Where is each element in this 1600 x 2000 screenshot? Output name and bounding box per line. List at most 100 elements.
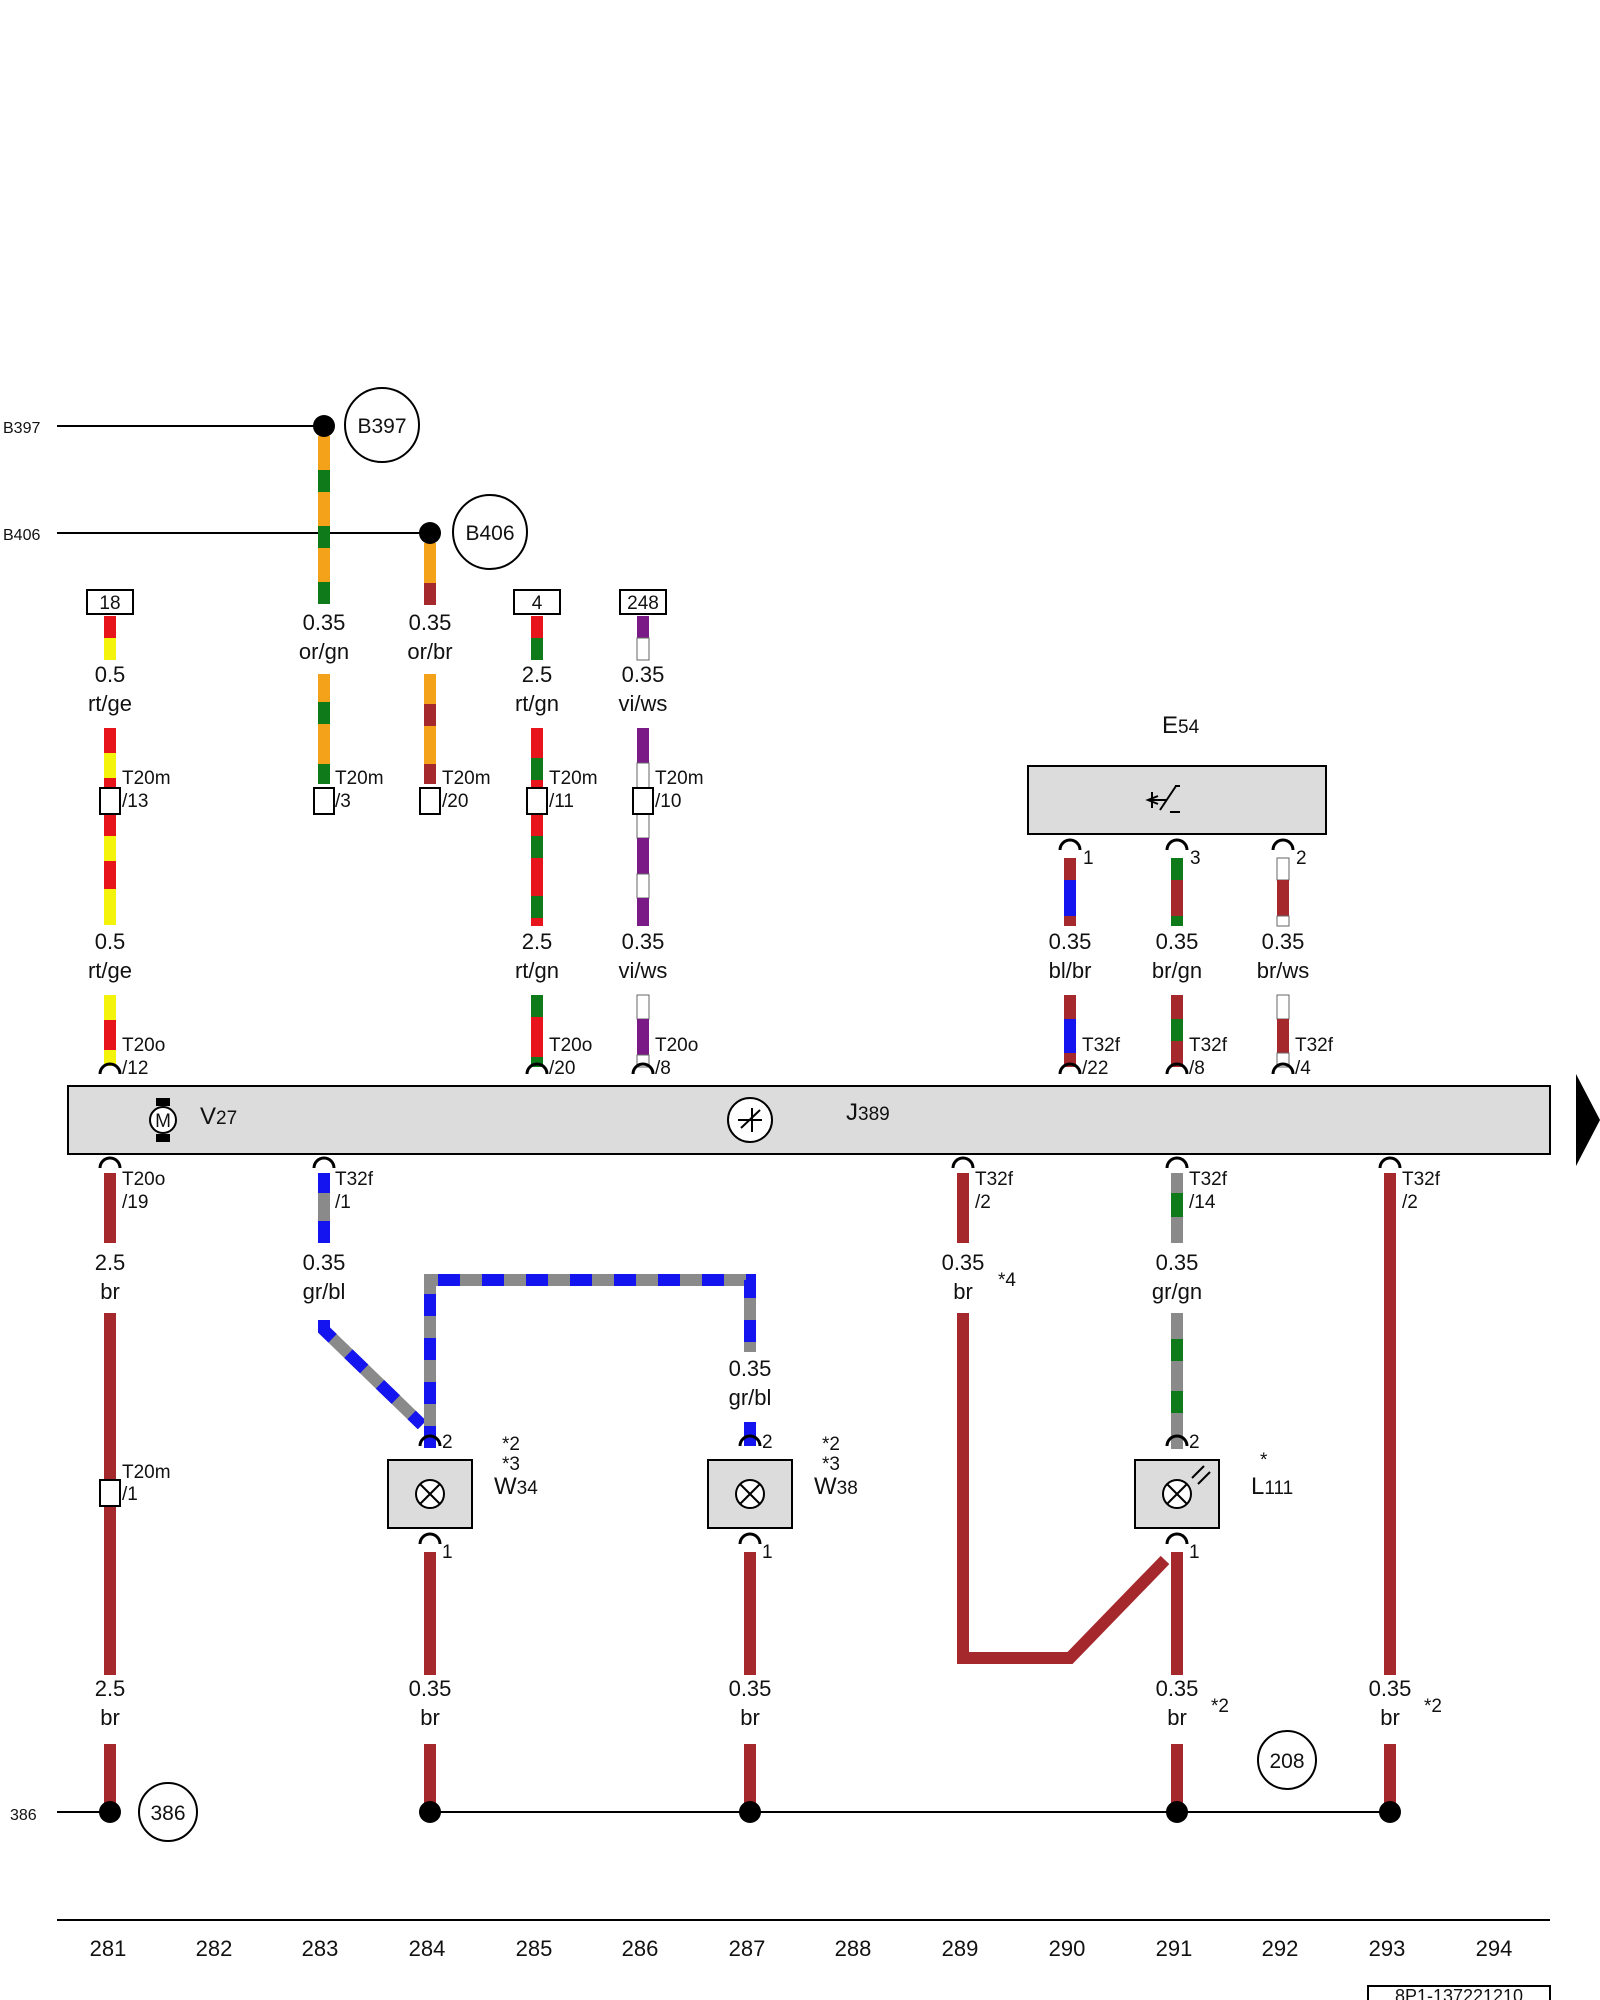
wire-281-upper xyxy=(104,616,116,1066)
motor-icon: M xyxy=(149,1098,177,1142)
grid-number: 283 xyxy=(302,1936,339,1961)
wire-size: 0.35 xyxy=(622,929,665,954)
control-unit-j389 xyxy=(67,1085,1551,1155)
wire-size: 0.35 xyxy=(1262,929,1305,954)
ref-box-label-18: 18 xyxy=(99,593,120,614)
wire-color: gr/gn xyxy=(1152,1279,1202,1304)
wire-287-stub xyxy=(744,1422,756,1446)
component-l111: L111 xyxy=(1251,1473,1293,1500)
connector-name: T32f xyxy=(1402,1169,1441,1190)
connector-pin: /8 xyxy=(655,1058,671,1079)
wire-291-upper xyxy=(1171,858,1183,1067)
inline-connectors xyxy=(99,787,654,1507)
connector-pin: /12 xyxy=(122,1058,148,1079)
wire-color: br xyxy=(1380,1705,1400,1730)
footnote-marker: * xyxy=(1260,1450,1268,1471)
grid-number: 291 xyxy=(1156,1936,1193,1961)
connector-name: T20o xyxy=(549,1035,592,1056)
footnote-marker: *3 xyxy=(822,1454,840,1475)
wire-283-upper xyxy=(318,436,330,784)
wire-size: 0.35 xyxy=(729,1676,772,1701)
wire-285-upper xyxy=(531,616,543,1067)
wire-gr-bl-diagonal xyxy=(318,1320,427,1430)
pin-number: 3 xyxy=(1190,848,1201,869)
wire-color: br/ws xyxy=(1257,958,1310,983)
wire-290-upper xyxy=(1064,858,1076,1067)
grid-number: 284 xyxy=(409,1936,446,1961)
ref-box-label-4: 4 xyxy=(532,593,543,614)
grid-number: 282 xyxy=(196,1936,233,1961)
wire-color: vi/ws xyxy=(619,958,668,983)
wire-color: br xyxy=(953,1279,973,1304)
wire-283-lower xyxy=(318,1173,330,1243)
grid-number: 285 xyxy=(516,1936,553,1961)
connector-name: T20m xyxy=(549,768,598,789)
component-w38: W38 xyxy=(814,1473,858,1500)
connector-name: T20m xyxy=(655,768,704,789)
wire-size: 0.35 xyxy=(409,610,452,635)
footnote-marker: *2 xyxy=(1211,1696,1229,1717)
footnote-marker: *2 xyxy=(822,1434,840,1455)
svg-text:M: M xyxy=(155,1111,171,1132)
grid-number: 289 xyxy=(942,1936,979,1961)
pin-connectors xyxy=(98,838,1402,1545)
connector-name: T32f xyxy=(1082,1035,1121,1056)
wire-color: br/gn xyxy=(1152,958,1202,983)
wire-289-lower xyxy=(957,1173,1170,1664)
wire-size: 0.5 xyxy=(95,662,126,687)
pin-number: 2 xyxy=(762,1432,773,1453)
connector-pin: /11 xyxy=(549,791,574,812)
grid-number: 294 xyxy=(1476,1936,1513,1961)
wire-size: 0.35 xyxy=(1156,1250,1199,1275)
footnote-marker: *2 xyxy=(1424,1696,1442,1717)
dimmer-switch-icon xyxy=(1145,785,1180,813)
wire-gr-bl-route xyxy=(424,1274,756,1448)
bulb-icon-l111 xyxy=(1162,1465,1211,1509)
component-e54: E54 xyxy=(1162,712,1200,739)
ref-label-b406: B406 xyxy=(465,522,514,545)
connector-pin: /14 xyxy=(1189,1192,1216,1213)
wire-size: 0.35 xyxy=(729,1356,772,1381)
pin-number: 1 xyxy=(762,1542,773,1563)
grid-number: 293 xyxy=(1369,1936,1406,1961)
wire-color: rt/gn xyxy=(515,958,559,983)
connector-name: T20m xyxy=(335,768,384,789)
grid-number: 288 xyxy=(835,1936,872,1961)
wire-size: 0.35 xyxy=(409,1676,452,1701)
ref-box-248 xyxy=(619,589,667,615)
connector-name: T20m xyxy=(442,768,491,789)
wire-size: 0.35 xyxy=(303,610,346,635)
wire-size: 2.5 xyxy=(522,929,553,954)
wire-284-lower xyxy=(424,1552,436,1806)
ref-circle-386 xyxy=(138,1782,198,1842)
ref-circle-b397 xyxy=(344,387,420,463)
doc-id: 8P1-137221210 xyxy=(1395,1986,1523,2000)
wire-293-lower xyxy=(1384,1173,1396,1806)
footnote-marker: *4 xyxy=(998,1270,1016,1291)
wire-size: 0.35 xyxy=(1156,1676,1199,1701)
wire-color: rt/ge xyxy=(88,958,132,983)
pin-number: 1 xyxy=(1189,1542,1200,1563)
connector-pin: /1 xyxy=(122,1484,138,1505)
wire-color: br xyxy=(740,1705,760,1730)
connector-name: T32f xyxy=(1295,1035,1334,1056)
wire-size: 2.5 xyxy=(522,662,553,687)
side-ref-386: 386 xyxy=(10,1807,37,1824)
ref-label-b397: B397 xyxy=(357,415,406,438)
wire-size: 0.35 xyxy=(622,662,665,687)
pin-number: 1 xyxy=(442,1542,453,1563)
bulb-icon-w38 xyxy=(735,1479,765,1509)
connector-pin: /13 xyxy=(122,791,148,812)
wire-size: 0.35 xyxy=(1369,1676,1412,1701)
wire-color: or/gn xyxy=(299,639,349,664)
connector-pin: /20 xyxy=(549,1058,575,1079)
ref-label-386: 386 xyxy=(150,1802,185,1825)
wire-size: 0.35 xyxy=(303,1250,346,1275)
wire-284-upper xyxy=(424,543,436,784)
footnote-marker: *3 xyxy=(502,1454,520,1475)
component-v27: V27 xyxy=(200,1103,237,1130)
connector-name: T20o xyxy=(122,1035,165,1056)
bulb-icon-w34 xyxy=(415,1479,445,1509)
connector-pin: /8 xyxy=(1189,1058,1205,1079)
connector-name: T20m xyxy=(122,1462,171,1483)
